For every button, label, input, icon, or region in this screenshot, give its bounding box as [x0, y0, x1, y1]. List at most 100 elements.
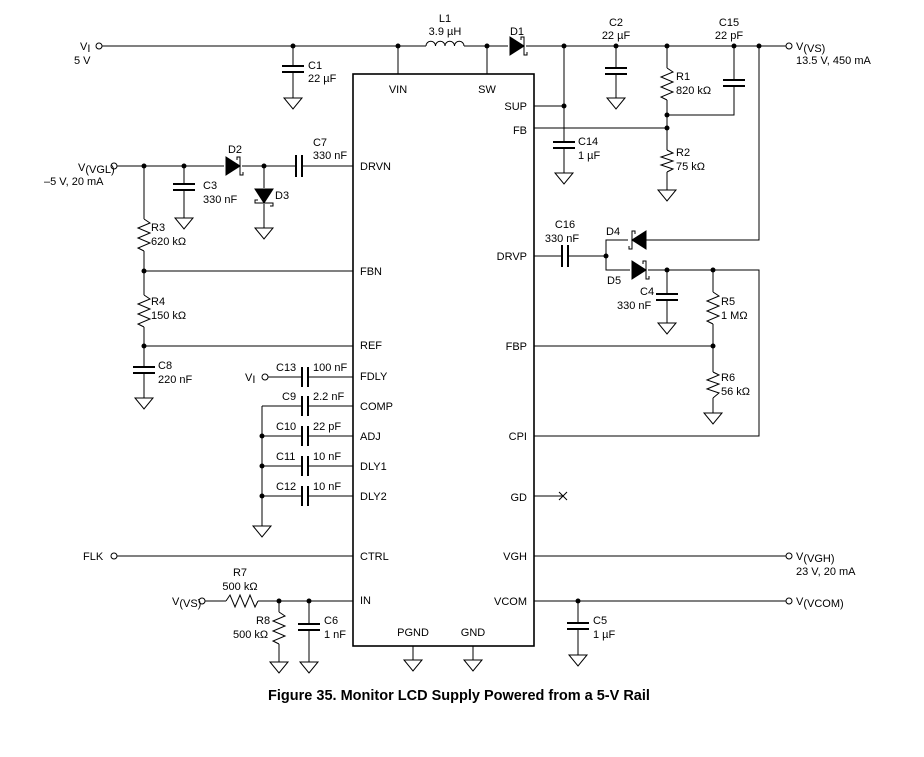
- value-c8: 220 nF: [158, 374, 193, 386]
- ground-icon: [656, 189, 678, 202]
- ic-body: [352, 73, 535, 647]
- label-d4: D4: [606, 226, 620, 238]
- capacitor-c12: [301, 486, 309, 506]
- label-d3: D3: [275, 190, 289, 202]
- junction: [181, 163, 187, 169]
- capacitor-c1: [282, 65, 304, 73]
- junction: [141, 163, 147, 169]
- value-c11: 10 nF: [313, 451, 341, 463]
- capacitor-c9: [301, 396, 309, 416]
- label-l1: L1: [439, 13, 451, 25]
- capacitor-c6: [298, 623, 320, 631]
- pin-pgnd: PGND: [397, 627, 429, 639]
- label-r1: R1: [676, 71, 690, 83]
- pin-dly1: DLY1: [360, 461, 387, 473]
- value-r4: 150 kΩ: [151, 310, 186, 322]
- value-r5: 1 MΩ: [721, 310, 748, 322]
- terminal-note: –5 V, 20 mA: [44, 176, 104, 188]
- value-c5: 1 µF: [593, 629, 616, 641]
- value-r6: 56 kΩ: [721, 386, 750, 398]
- ground-symbols: [133, 97, 724, 674]
- label-r7: R7: [233, 567, 247, 579]
- pin-dly2: DLY2: [360, 491, 387, 503]
- value-c15: 22 pF: [715, 30, 743, 42]
- pin-fbp: FBP: [506, 341, 527, 353]
- junction: [561, 43, 567, 49]
- label-c7: C7: [313, 137, 327, 149]
- pin-ctrl: CTRL: [360, 551, 389, 563]
- diode-d5: [631, 260, 650, 280]
- terminal-vi-fdly: [261, 373, 269, 381]
- label-c11: C11: [276, 451, 295, 463]
- label-c12: C12: [276, 481, 296, 493]
- pin-gnd: GND: [461, 627, 486, 639]
- capacitor-c5: [567, 622, 589, 630]
- pin-fb: FB: [513, 125, 527, 137]
- junction: [664, 125, 670, 131]
- pin-fbn: FBN: [360, 266, 382, 278]
- value-c2: 22 µF: [602, 30, 631, 42]
- junction: [710, 343, 716, 349]
- ground-icon: [282, 97, 304, 110]
- value-r1: 820 kΩ: [676, 85, 711, 97]
- junction: [603, 253, 609, 259]
- terminal-label: V(VS): [796, 41, 825, 55]
- label-c9: C9: [282, 391, 296, 403]
- label-d1: D1: [510, 26, 524, 38]
- terminal-label: V(VGL): [78, 162, 115, 176]
- value-c10: 22 pF: [313, 421, 341, 433]
- label-d5: D5: [607, 275, 621, 287]
- ground-icon: [133, 397, 155, 410]
- no-connect-icon: [558, 491, 568, 501]
- junction: [484, 43, 490, 49]
- label-c6: C6: [324, 615, 338, 627]
- terminal-note: 5 V: [74, 55, 91, 67]
- capacitor-c10: [301, 426, 309, 446]
- value-l1: 3.9 µH: [429, 26, 462, 38]
- value-c6: 1 nF: [324, 629, 346, 641]
- label-r2: R2: [676, 147, 690, 159]
- value-r8: 500 kΩ: [233, 629, 268, 641]
- pin-sup: SUP: [504, 101, 527, 113]
- pin-vcom: VCOM: [494, 596, 527, 608]
- junction: [575, 598, 581, 604]
- resistor-r7: [225, 593, 259, 609]
- capacitor-c16: [561, 245, 569, 267]
- pin-adj: ADJ: [360, 431, 381, 443]
- figure-caption: Figure 35. Monitor LCD Supply Powered fr…: [268, 688, 650, 704]
- terminal-flk: [110, 552, 118, 560]
- value-c4: 330 nF: [617, 300, 652, 312]
- pin-fdly: FDLY: [360, 371, 388, 383]
- value-c3: 330 nF: [203, 194, 238, 206]
- junction: [261, 163, 267, 169]
- junction: [141, 343, 147, 349]
- ground-icon: [253, 227, 275, 240]
- value-c1: 22 µF: [308, 73, 337, 85]
- terminal-label: V(VGH): [796, 551, 835, 565]
- junction: [756, 43, 762, 49]
- terminal-label: FLK: [83, 551, 104, 563]
- terminals: [95, 42, 793, 605]
- ground-icon: [462, 659, 484, 672]
- terminal-note: 23 V, 20 mA: [796, 566, 856, 578]
- label-c13: C13: [276, 362, 296, 374]
- ground-icon: [656, 322, 678, 335]
- label-c15: C15: [719, 17, 739, 29]
- junction: [664, 112, 670, 118]
- capacitor-c2: [605, 67, 627, 75]
- label-c3: C3: [203, 180, 217, 192]
- junction: [613, 43, 619, 49]
- junction: [306, 598, 312, 604]
- capacitor-c13: [301, 367, 309, 387]
- value-c13: 100 nF: [313, 362, 348, 374]
- terminal-vi-main: [95, 42, 103, 50]
- junction: [259, 463, 265, 469]
- junction: [561, 103, 567, 109]
- junction: [276, 598, 282, 604]
- diode-d1: [509, 36, 528, 56]
- resistor-r6: [705, 371, 721, 399]
- ground-icon: [173, 217, 195, 230]
- pin-cpi: CPI: [509, 431, 527, 443]
- capacitor-c15: [723, 79, 745, 87]
